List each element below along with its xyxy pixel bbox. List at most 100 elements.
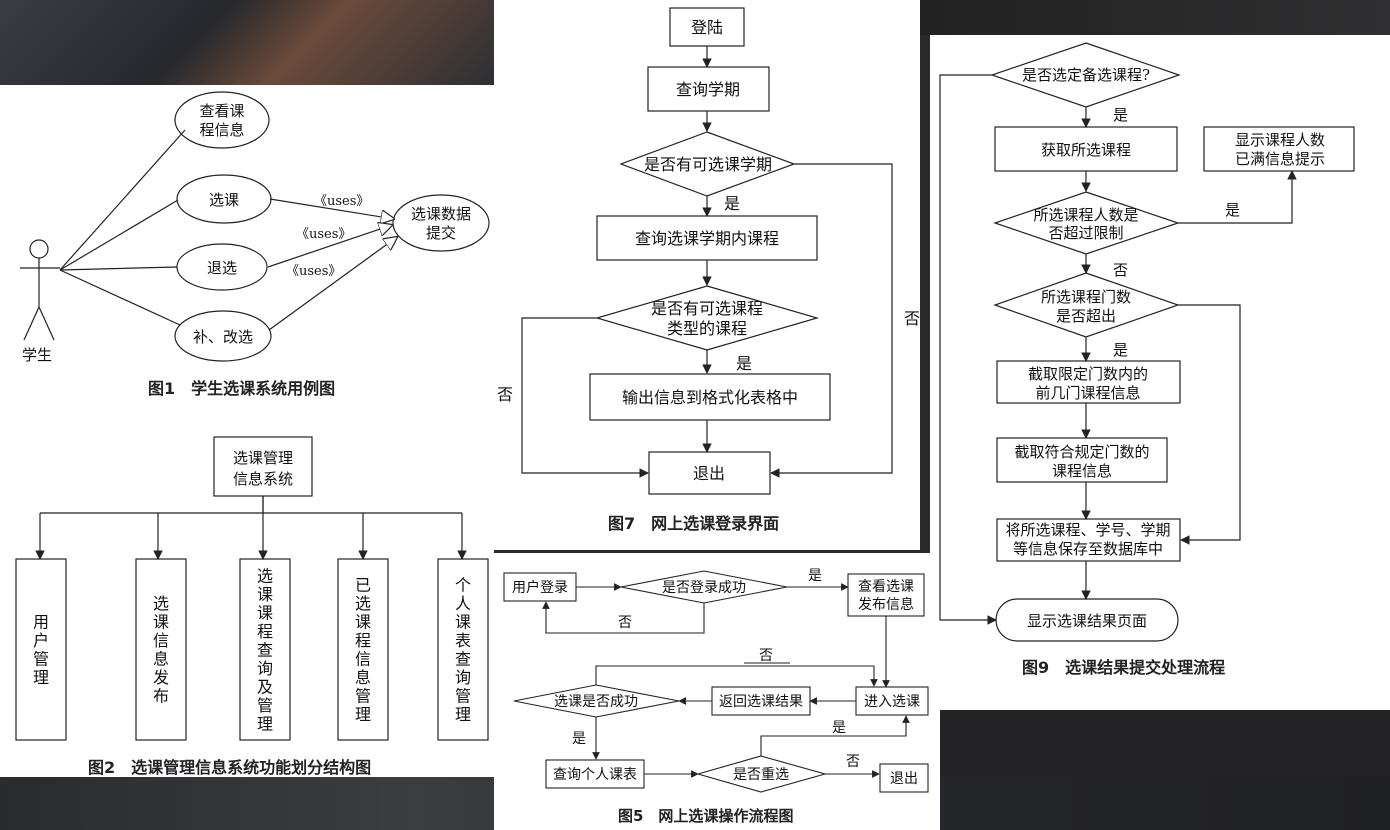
flow-label: 显示课程人数 xyxy=(1235,131,1325,149)
flow-label: 是否选定备选课程? xyxy=(1022,66,1150,84)
use-case-label: 查看课 xyxy=(199,102,244,120)
flow-label: 获取所选课程 xyxy=(1041,141,1131,159)
flow-label: 是否登录成功 xyxy=(662,580,746,596)
flow-node-query-term xyxy=(647,66,770,112)
flow-decision-reselect xyxy=(695,755,828,793)
flow-label: 输出信息到格式化表格中 xyxy=(622,388,798,407)
use-case-submit-data xyxy=(392,194,490,252)
flow-yes-label: 是 xyxy=(572,731,586,747)
use-case-label: 选课 xyxy=(209,191,239,209)
actor-head xyxy=(29,239,49,259)
use-case-drop-course xyxy=(176,243,268,291)
module-box-user xyxy=(15,558,67,741)
flow-node-cut-rule xyxy=(996,437,1168,483)
flow-no-label: 否 xyxy=(618,615,632,631)
flow-label: 课程信息 xyxy=(1052,462,1112,480)
use-case-label: 选课数据 xyxy=(411,205,471,223)
flow-label: 登陆 xyxy=(691,18,723,37)
flow-label: 查询选课学期内课程 xyxy=(635,229,779,248)
flow-label: 显示选课结果页面 xyxy=(1027,612,1147,630)
module-box-query xyxy=(239,558,291,741)
flow-node-save xyxy=(996,518,1181,562)
flow-yes-label: 是 xyxy=(832,720,846,736)
use-case-label: 退选 xyxy=(207,259,237,277)
flow-node-full-tip xyxy=(1203,126,1355,172)
flow-label: 查询学期 xyxy=(676,80,740,99)
flow-label: 截取符合规定门数的 xyxy=(1014,443,1149,461)
flow-label: 返回选课结果 xyxy=(719,694,803,710)
figure-1-caption: 图1 学生选课系统用例图 xyxy=(148,379,335,398)
module-label: 选课课程查询及管理 xyxy=(257,566,273,733)
module-label: 个人课表查询管理 xyxy=(455,576,471,725)
flow-label: 等信息保存至数据库中 xyxy=(1013,540,1163,558)
figure-9-caption: 图9 选课结果提交处理流程 xyxy=(1022,658,1225,677)
flow-label: 查看选课 xyxy=(858,579,914,595)
uses-label: 《uses》 xyxy=(296,227,351,242)
figure-1-2-panel: 查看课 程信息 选课 退选 补、改选 选课数据 提交 学生 《uses》 《us… xyxy=(0,85,494,777)
background-strip xyxy=(920,0,1390,35)
flow-label: 退出 xyxy=(890,771,918,787)
flow-node-exit xyxy=(648,451,771,495)
flow-label: 查询个人课表 xyxy=(553,767,637,783)
flow-no-label: 否 xyxy=(497,385,513,404)
flow-label: 是否超出 xyxy=(1056,307,1116,325)
flow-label: 所选课程门数 xyxy=(1041,288,1131,306)
module-label: 已选课程信息管理 xyxy=(355,576,371,725)
actor-label: 学生 xyxy=(22,346,52,364)
flow-label: 将所选课程、学号、学期 xyxy=(1005,521,1170,539)
use-case-view-course xyxy=(174,91,270,149)
login-flow-svg: 登陆 查询学期 是否有可选课学期 查询选课学期内课程 是否有可选课程 类型的课程… xyxy=(497,7,920,533)
figure-7-panel: 登陆 查询学期 是否有可选课学期 查询选课学期内课程 是否有可选课程 类型的课程… xyxy=(494,0,920,550)
flow-decision-type xyxy=(594,285,820,351)
use-case-label: 程信息 xyxy=(199,121,244,139)
flow-label: 前几门课程信息 xyxy=(1035,384,1140,402)
background-artwork xyxy=(0,0,500,85)
submit-flow-svg: 是否选定备选课程? 获取所选课程 显示课程人数 已满信息提示 所选课程人数是 否… xyxy=(939,42,1355,677)
flow-no-label: 否 xyxy=(1113,261,1128,279)
figure-9-panel: 是否选定备选课程? 获取所选课程 显示课程人数 已满信息提示 所选课程人数是 否… xyxy=(930,35,1390,710)
flow-node-exit xyxy=(879,763,929,793)
flow-yes-label: 是 xyxy=(808,568,822,584)
module-box-selected xyxy=(337,558,389,741)
flow-label: 发布信息 xyxy=(858,596,914,613)
flow-yes-label: 是 xyxy=(736,354,752,373)
flow-label: 是否有可选课学期 xyxy=(644,155,772,174)
use-case-label: 提交 xyxy=(426,224,456,242)
flow-no-label: 否 xyxy=(846,754,860,770)
flow-label: 是否有可选课程 xyxy=(651,299,763,318)
use-case-and-structure-svg: 查看课 程信息 选课 退选 补、改选 选课数据 提交 学生 《uses》 《us… xyxy=(15,91,490,777)
figure-5-panel: 用户登录 是否登录成功 查看选课 发布信息 进入选课 返回选课结果 选课是否成功… xyxy=(494,553,940,830)
flow-label: 截取限定门数内的 xyxy=(1028,365,1148,383)
module-box-timetable xyxy=(437,558,489,741)
operation-flow-svg: 用户登录 是否登录成功 查看选课 发布信息 进入选课 返回选课结果 选课是否成功… xyxy=(503,568,929,825)
flow-label: 选课是否成功 xyxy=(554,694,638,710)
flow-node-output xyxy=(589,373,831,421)
figure-7-caption: 图7 网上选课登录界面 xyxy=(608,514,779,533)
structure-root-label: 选课管理 xyxy=(233,449,293,467)
flow-yes-label: 是 xyxy=(1113,341,1128,359)
use-case-change-course xyxy=(174,310,272,362)
flow-label: 已满信息提示 xyxy=(1235,150,1325,168)
background-strip xyxy=(940,710,1390,780)
flow-label: 用户登录 xyxy=(512,579,568,596)
flow-label: 退出 xyxy=(693,464,725,483)
structure-root-label: 信息系统 xyxy=(233,470,293,488)
flow-yes-label: 是 xyxy=(1113,106,1128,124)
flow-yes-label: 是 xyxy=(724,194,740,213)
module-box-publish xyxy=(135,558,187,741)
flow-node-cut-limited xyxy=(996,360,1181,404)
use-case-label: 补、改选 xyxy=(193,328,253,346)
flow-label: 所选课程人数是 xyxy=(1033,206,1138,224)
module-label: 选课信息发布 xyxy=(153,594,169,706)
flow-label: 进入选课 xyxy=(864,694,920,710)
flow-no-label: 否 xyxy=(904,309,920,328)
flow-yes-label: 是 xyxy=(1225,201,1240,219)
uses-label: 《uses》 xyxy=(286,264,341,279)
flow-no-label: 否 xyxy=(759,648,773,664)
uses-label: 《uses》 xyxy=(314,194,369,209)
flow-label: 是否重选 xyxy=(733,767,789,783)
flow-label: 否超过限制 xyxy=(1048,224,1123,242)
figure-2-caption: 图2 选课管理信息系统功能划分结构图 xyxy=(88,758,371,777)
flow-label: 类型的课程 xyxy=(667,319,747,338)
module-label: 用户管理 xyxy=(33,613,49,688)
